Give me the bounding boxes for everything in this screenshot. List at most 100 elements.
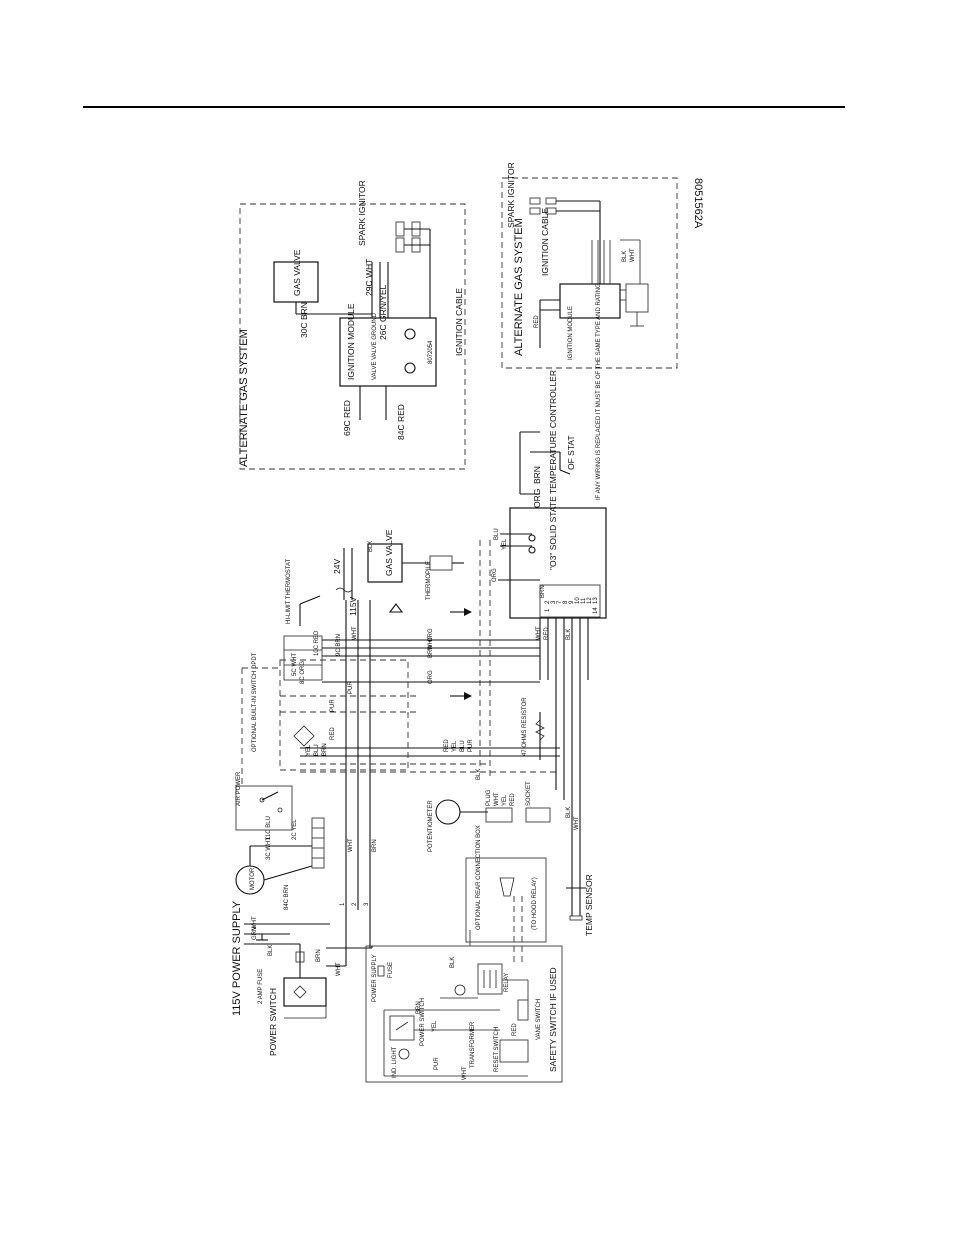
- wire-5c-label: 5C WHT: [292, 653, 298, 676]
- transformer-label: TRANSFORMER: [470, 1021, 476, 1068]
- power-switch: [283, 977, 327, 1007]
- terminal-14: 14: [593, 607, 599, 614]
- socket-label: SOCKET: [526, 781, 532, 806]
- wire-69c-label: 69C RED: [342, 400, 352, 436]
- hood-relay-label: (TO HOOD RELAY): [532, 877, 538, 930]
- terminal-12: 12: [587, 597, 593, 604]
- wire-9c-label: 9C BRN: [336, 634, 342, 656]
- transformer-coil: [335, 587, 353, 593]
- power-supply-115v: 115V POWER SUPPLY WHT GRN BLK 2 AMP FUSE…: [231, 900, 372, 1056]
- wire-11c-label: 11C BLU: [266, 816, 272, 840]
- air-power-switch: AIR POWER 2C YEL 11C BLU: [235, 771, 298, 840]
- wire-color-label: ORG: [428, 628, 434, 642]
- safety-brn-label: BRN: [416, 1001, 422, 1014]
- switch-red-label: RED: [330, 727, 336, 740]
- fuse-label: 2 AMP FUSE: [258, 969, 264, 1004]
- wire-29c-label: 29C WHT: [364, 259, 374, 296]
- wire-2c-label: 2C YEL: [292, 819, 298, 840]
- terminal-block-lower: [311, 817, 325, 869]
- safety-red-label: RED: [512, 1023, 518, 1036]
- bus-wht-label: WHT: [348, 838, 354, 852]
- wire-number-3: 3: [364, 902, 370, 906]
- safety-relay: [477, 963, 503, 995]
- terminal-10: 10: [575, 597, 581, 604]
- wiring-replacement-note: IF ANY WIRING IS REPLACED IT MUST BE OF …: [596, 283, 602, 500]
- safety-yel-label: YEL: [432, 1020, 438, 1032]
- ignition-module: [339, 317, 437, 387]
- wire-number-2: 2: [352, 902, 358, 906]
- wire-label: BLU: [460, 740, 466, 752]
- sensor-wht-label: WHT: [574, 816, 580, 830]
- temp-sensor: TEMP SENSOR: [566, 874, 594, 936]
- controller-led-bottom: [528, 546, 536, 554]
- safety-pur-label: PUR: [434, 1057, 440, 1070]
- wire-label: YEL: [452, 740, 458, 752]
- wire-color-label: BLK: [566, 629, 572, 640]
- safety-wht-label: WHT: [462, 1066, 468, 1080]
- thermopile: [429, 555, 453, 571]
- alternate-gas-system-top: ALTERNATE GAS SYSTEM GAS VALVE 30C BRN I…: [238, 180, 466, 470]
- wire-number-1: 1: [340, 902, 346, 906]
- module-part-number: 8072054: [428, 340, 434, 364]
- safety-power-switch-label: POWER SWITCH: [420, 998, 426, 1046]
- switch-brn-label: BRN: [322, 743, 328, 756]
- wire-10c-label: 10C RED: [314, 630, 320, 656]
- gas-valve-blk-label: BLK: [368, 541, 374, 552]
- transformer-24v-label: 24V: [332, 559, 342, 574]
- ignition-module-right-label: IGNITION MODULE: [568, 306, 574, 360]
- optional-builtin-switch: OPTIONAL BUILT-IN SWITCH DPDT 5C WHT 8C …: [252, 652, 409, 771]
- pot-wht-label: WHT: [494, 792, 500, 806]
- wire-3c-label: 3C WHT: [266, 837, 272, 860]
- supply-wht2-label: WHT: [336, 962, 342, 976]
- sensor-blk-label: BLK: [566, 807, 572, 818]
- controller-brn-label: BRN: [540, 585, 546, 598]
- stat-note-block: BRN ORG OF STAT IF ANY WIRING IS REPLACE…: [519, 283, 602, 508]
- arrow-right-lower: [464, 692, 472, 700]
- vane-switch-label: VANE SWITCH: [536, 999, 542, 1040]
- terminal-13: 13: [593, 597, 599, 604]
- safety-switch-block: SAFETY SWITCH IF USED POWER SUPPLY FUSE …: [365, 945, 563, 1083]
- safety-power-switch: [389, 1015, 415, 1041]
- safety-fuse-symbol: [454, 984, 466, 996]
- gas-valve-main-label: GAS VALVE: [384, 529, 394, 576]
- power-switch-label: POWER SWITCH: [268, 988, 278, 1056]
- spark-ignitor-top: [395, 221, 431, 318]
- alt-right-blk-label: BLK: [622, 251, 628, 262]
- potentiometer-plug: [485, 807, 513, 823]
- motor-label: MOTOR: [250, 867, 256, 890]
- ignition-module-label: IGNITION MODULE: [346, 303, 356, 380]
- resistor-47-ohms: 47 OHMS RESISTOR: [522, 697, 545, 760]
- safety-blk-label: BLK: [450, 957, 456, 968]
- supply-blk-label: BLK: [268, 945, 274, 956]
- alt-gas-valve: [273, 261, 319, 303]
- optional-switch-label: OPTIONAL BUILT-IN SWITCH DPDT: [252, 652, 258, 752]
- stat-brn-label: BRN: [532, 466, 542, 484]
- wire-label: RED: [444, 739, 450, 752]
- wire-84c-brn-label: 84C BRN: [284, 885, 290, 910]
- of-stat-label: OF STAT: [566, 435, 576, 470]
- bus-brn-label: BRN: [372, 839, 378, 852]
- wire-labels-lower: RED YEL BLU PUR BLK: [444, 739, 482, 780]
- potentiometer-socket: [525, 807, 551, 823]
- controller-blu-label: BLU: [494, 528, 500, 540]
- wire-30c-label: 30C BRN: [299, 302, 309, 338]
- controller-led-top: [528, 534, 536, 542]
- air-power-label: AIR POWER: [236, 771, 242, 806]
- wire-color-label: WHT: [428, 636, 434, 650]
- wire-26c-label: 26C GRN/YEL: [378, 284, 388, 340]
- ignition-cable-right-label: IGNITION CABLE: [540, 208, 550, 276]
- terminal-block-upper: [283, 635, 323, 681]
- plug-label: PLUG: [486, 789, 492, 806]
- alt-right-wht-label: WHT: [630, 248, 636, 262]
- valve-labels: VALVE VALVE GROUND: [372, 312, 378, 380]
- resistor-label: 47 OHMS RESISTOR: [522, 697, 528, 756]
- ignition-module-right: [559, 283, 621, 319]
- pot-yel-label: YEL: [502, 794, 508, 806]
- ind-light-label: IND. LIGHT: [392, 1046, 398, 1078]
- motor: MOTOR 3C WHT 84C BRN: [235, 837, 313, 910]
- terminal-3: 3: [551, 600, 557, 604]
- wire-84c-label: 84C RED: [396, 404, 406, 440]
- potentiometer: POTENTIOMETER PLUG WHT YEL RED SOCKET BL…: [428, 781, 580, 852]
- indicator-light: [398, 1048, 410, 1060]
- safety-fuse: [377, 965, 385, 977]
